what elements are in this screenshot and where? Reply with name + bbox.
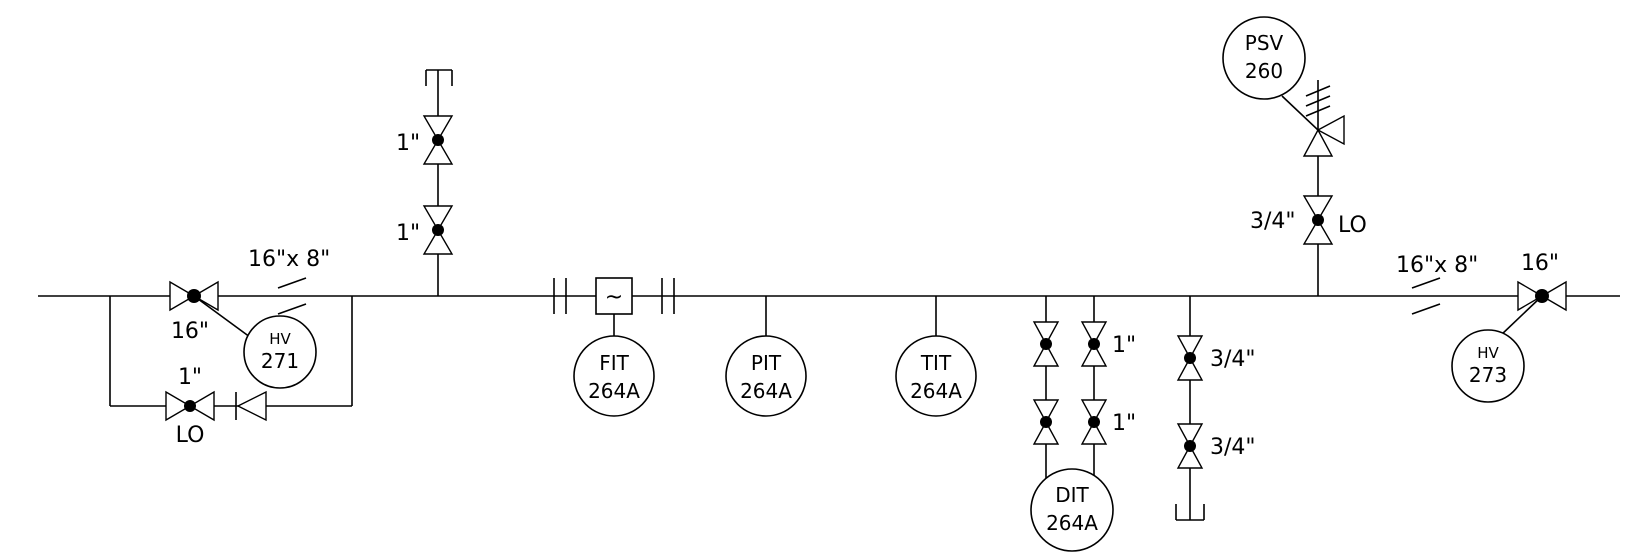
psv260-tag: PSV (1245, 31, 1284, 55)
dit264a-tag: DIT (1055, 483, 1089, 507)
tit264a-tag: TIT (920, 351, 952, 375)
flow-element-symbol: ~ (605, 285, 623, 310)
reducer-left-label: 16"x 8" (248, 247, 330, 272)
orifice-flange-right (661, 278, 675, 314)
dit264a-number: 264A (1046, 511, 1098, 535)
pit264a-tag: PIT (751, 351, 782, 375)
bypass-valve[interactable] (165, 390, 215, 422)
psv-valve[interactable] (1302, 114, 1345, 157)
tit264a-number: 264A (910, 379, 962, 403)
bypass-check-valve[interactable] (235, 390, 267, 422)
drain-valve-size-1: 3/4" (1210, 347, 1256, 372)
psv-spring (1305, 80, 1331, 130)
reducer-right-label: 16"x 8" (1396, 253, 1478, 278)
dit264a-bubble[interactable]: DIT 264A (1030, 468, 1114, 552)
drain-valve-size-2: 3/4" (1210, 435, 1256, 460)
psv-block-valve-size: 3/4" (1250, 209, 1296, 234)
psv-block-valve[interactable] (1302, 195, 1334, 245)
drain-valve-upper[interactable] (1176, 335, 1204, 381)
hv273-leader-line (1499, 295, 1543, 337)
tit264a-bubble[interactable]: TIT 264A (895, 335, 977, 417)
hv271-number: 271 (261, 349, 299, 373)
hv271-leader-line (193, 295, 255, 341)
hv271-size-label: 16" (171, 319, 209, 344)
orifice-flange-left (553, 278, 567, 314)
fit264a-bubble[interactable]: FIT 264A (573, 335, 655, 417)
hv271-tag: HV (269, 330, 291, 348)
psv260-leader-line (1281, 95, 1319, 131)
hv273-tag: HV (1477, 344, 1499, 362)
bypass-loop (109, 296, 353, 407)
vent-branch (425, 69, 453, 296)
dit-valve-size-2: 1" (1112, 411, 1136, 436)
bypass-valve-size: 1" (178, 365, 202, 390)
dit-leg1-valve-upper[interactable] (1032, 321, 1060, 367)
hv273-size-label: 16" (1521, 251, 1559, 276)
drain-branch (1175, 296, 1205, 521)
vent-valve-upper[interactable] (422, 115, 454, 165)
psv260-number: 260 (1245, 59, 1283, 83)
hv273-valve[interactable] (1517, 280, 1567, 312)
reducer-left-symbol (277, 277, 307, 315)
pit264a-bubble[interactable]: PIT 264A (725, 335, 807, 417)
dit-valve-size-1: 1" (1112, 333, 1136, 358)
vent-valve-lower-size: 1" (396, 221, 420, 246)
hv271-valve[interactable] (169, 280, 219, 312)
reducer-right-symbol (1411, 277, 1441, 315)
hv273-number: 273 (1469, 363, 1507, 387)
fit264a-number: 264A (588, 379, 640, 403)
psv-lo-label: LO (1338, 213, 1367, 238)
dit-leg1-valve-lower[interactable] (1032, 399, 1060, 445)
hv273-bubble[interactable]: HV 273 (1451, 329, 1525, 403)
drain-valve-lower[interactable] (1176, 423, 1204, 469)
bypass-lo-label: LO (176, 423, 205, 448)
fit264a-tag: FIT (599, 351, 629, 375)
flow-element-box[interactable]: ~ (595, 277, 633, 315)
vent-valve-lower[interactable] (422, 205, 454, 255)
dit-leg2-valve-lower[interactable] (1080, 399, 1108, 445)
hv271-bubble[interactable]: HV 271 (243, 315, 317, 389)
pit264a-number: 264A (740, 379, 792, 403)
dit-leg2-valve-upper[interactable] (1080, 321, 1108, 367)
vent-valve-upper-size: 1" (396, 131, 420, 156)
psv260-bubble[interactable]: PSV 260 (1222, 16, 1306, 100)
